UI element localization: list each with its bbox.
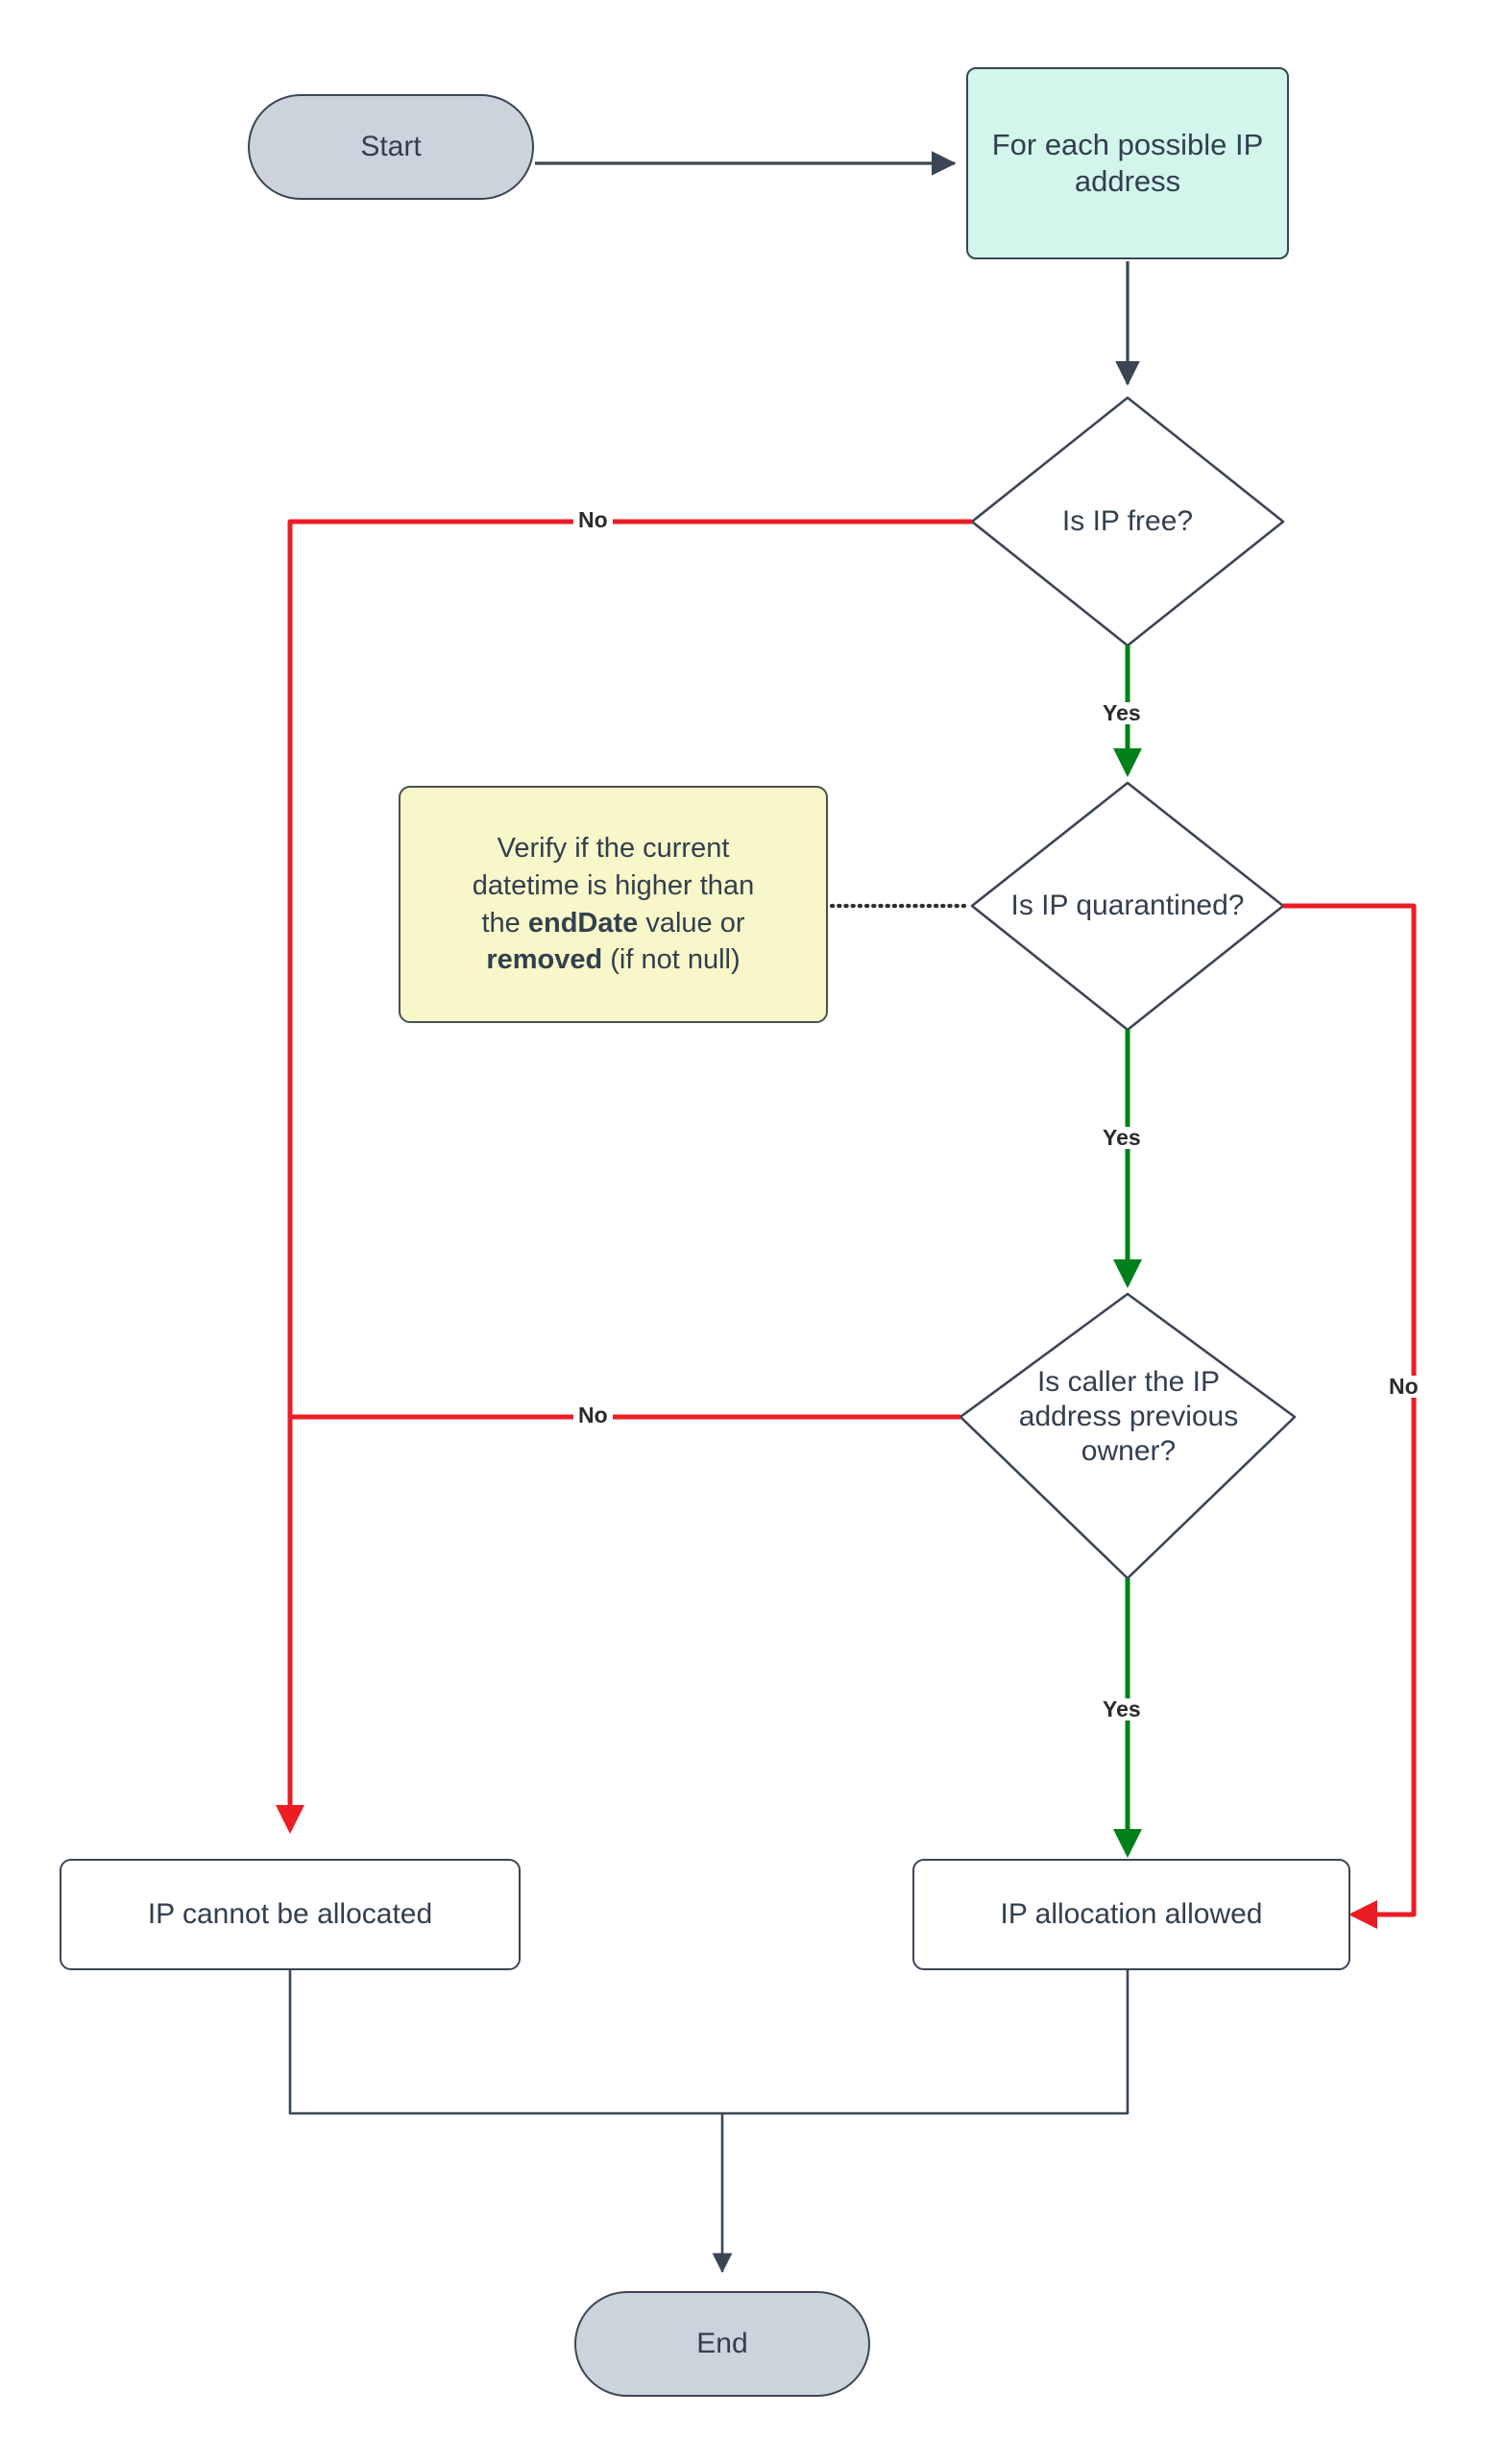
edge-allocation-allowed-to-end (722, 1970, 1130, 2115)
node-end-label: End (696, 2327, 748, 2359)
node-for-each-possible-ip[interactable]: For each possible IP address (966, 67, 1289, 259)
edge-is-quarantined-no (1283, 903, 1417, 1929)
note-line-1: Verify if the current (497, 833, 730, 865)
note-line-4: removed (if not null) (486, 941, 740, 979)
node-ip-cannot-be-allocated[interactable]: IP cannot be allocated (60, 1859, 521, 1970)
note-line-3-post: value or (638, 907, 745, 939)
note-line-3-pre: the (481, 907, 528, 939)
edge-cannot-allocate-to-end (288, 1970, 722, 2115)
note-line-3: the endDate value or (481, 905, 744, 942)
edge-label-is-free-yes: Yes (1098, 702, 1146, 724)
edge-label-is-free-no: No (573, 509, 613, 531)
edge-is-free-no (276, 519, 972, 1835)
node-ip-allocation-allowed-label: IP allocation allowed (1000, 1897, 1263, 1930)
edge-label-is-previous-owner-no: No (573, 1404, 613, 1427)
note-line-4-bold: removed (486, 944, 603, 976)
edge-label-is-previous-owner-yes: Yes (1098, 1698, 1146, 1720)
node-start-label: Start (360, 130, 422, 162)
edge-label-is-quarantined-no: No (1384, 1376, 1423, 1398)
decision-is-quarantined-shape (970, 781, 1285, 1032)
note-line-2: datetime is higher than (472, 869, 755, 901)
node-ip-cannot-be-allocated-label: IP cannot be allocated (147, 1897, 433, 1930)
node-for-each-label: For each possible IP address (991, 128, 1264, 198)
decision-is-previous-owner-shape (959, 1292, 1297, 1580)
edge-label-is-quarantined-yes: Yes (1098, 1127, 1146, 1149)
node-ip-allocation-allowed[interactable]: IP allocation allowed (912, 1859, 1350, 1970)
decision-is-free-shape (970, 396, 1285, 647)
note-quarantine-explanation: Verify if the current datetime is higher… (399, 786, 828, 1023)
node-start[interactable]: Start (248, 94, 534, 200)
note-line-3-bold: endDate (527, 907, 639, 939)
node-end[interactable]: End (574, 2291, 870, 2397)
note-line-4-post: (if not null) (602, 944, 741, 976)
